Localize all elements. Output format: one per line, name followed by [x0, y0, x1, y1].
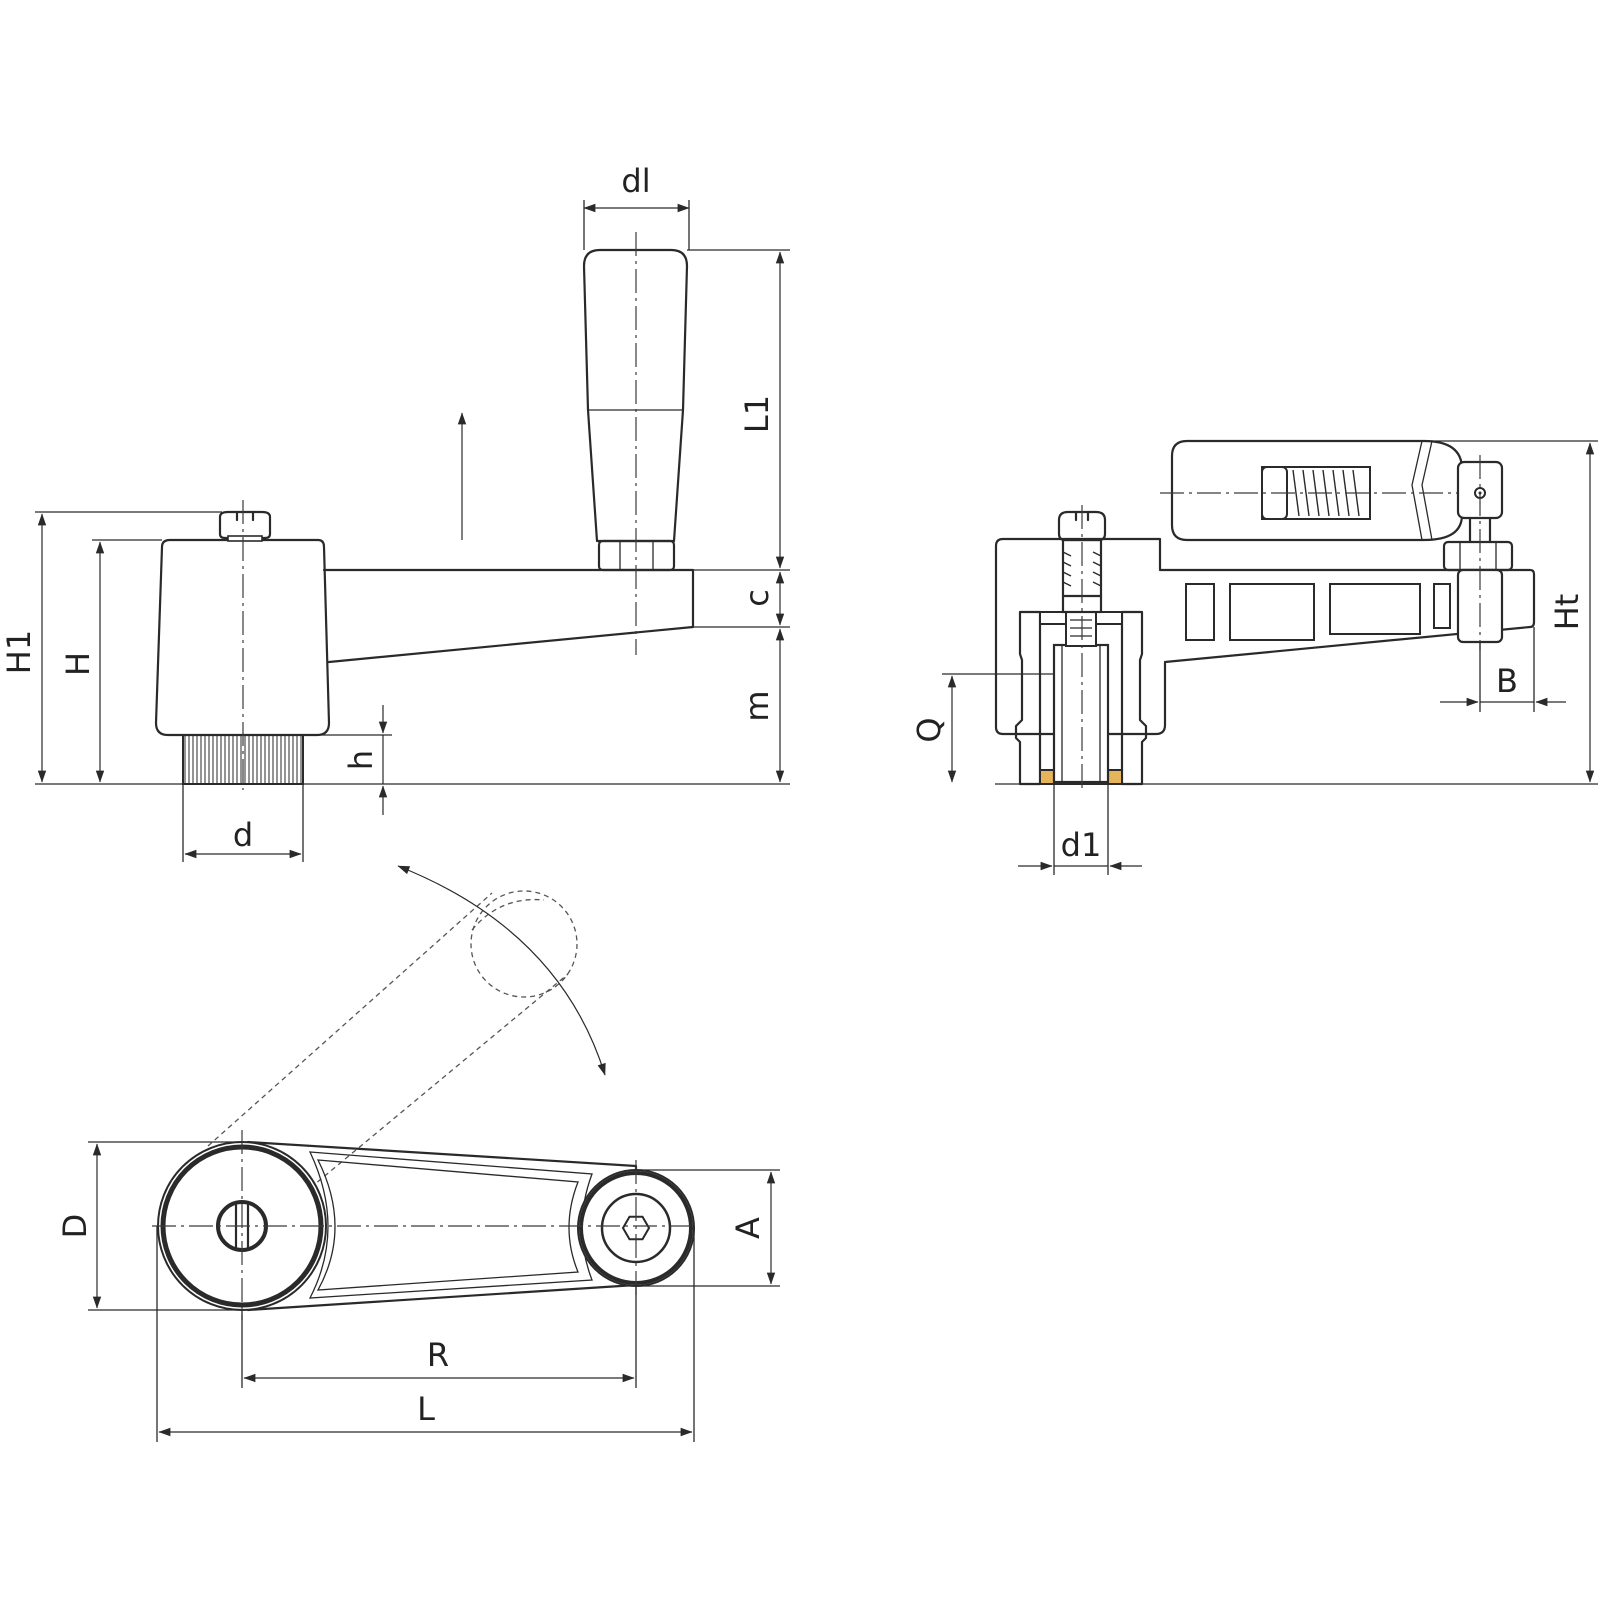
bush-right: [1120, 610, 1148, 786]
side-view: dl L1 c m H1 H h d: [0, 162, 790, 862]
crank-arm: [322, 568, 695, 664]
dim-label-c: c: [738, 589, 776, 607]
section-view: Ht B Q d1: [910, 439, 1598, 875]
dim-label-dl: dl: [621, 162, 650, 200]
dim-label-B: B: [1496, 662, 1518, 700]
dim-label-R: R: [427, 1336, 449, 1374]
dim-label-Q: Q: [910, 717, 948, 742]
dim-label-d1: d1: [1061, 826, 1102, 864]
rotating-grip: [582, 248, 689, 543]
dim-label-m: m: [738, 690, 776, 721]
dim-label-L1: L1: [738, 395, 776, 433]
square-bore: [1052, 643, 1110, 784]
dim-label-h: h: [342, 750, 380, 770]
section-screw: [1057, 510, 1107, 542]
section-body: [994, 537, 1536, 736]
dim-label-D: D: [56, 1214, 94, 1239]
swing-arc-arrow: [397, 865, 606, 1076]
handle-nut: [597, 539, 676, 572]
hub-screw: [218, 510, 272, 540]
dim-label-H: H: [59, 652, 97, 676]
arm-web-recess: [316, 1159, 579, 1291]
bush-left: [1014, 610, 1042, 786]
dim-label-d: d: [233, 816, 253, 854]
dim-label-Ht: Ht: [1548, 594, 1586, 631]
dim-label-H1: H1: [0, 630, 38, 674]
plan-view: D A R L: [56, 865, 780, 1442]
dim-label-L: L: [417, 1390, 435, 1428]
folding-grip: [1170, 439, 1464, 542]
grip-break-line: [1411, 440, 1423, 541]
dim-label-A: A: [729, 1217, 767, 1239]
